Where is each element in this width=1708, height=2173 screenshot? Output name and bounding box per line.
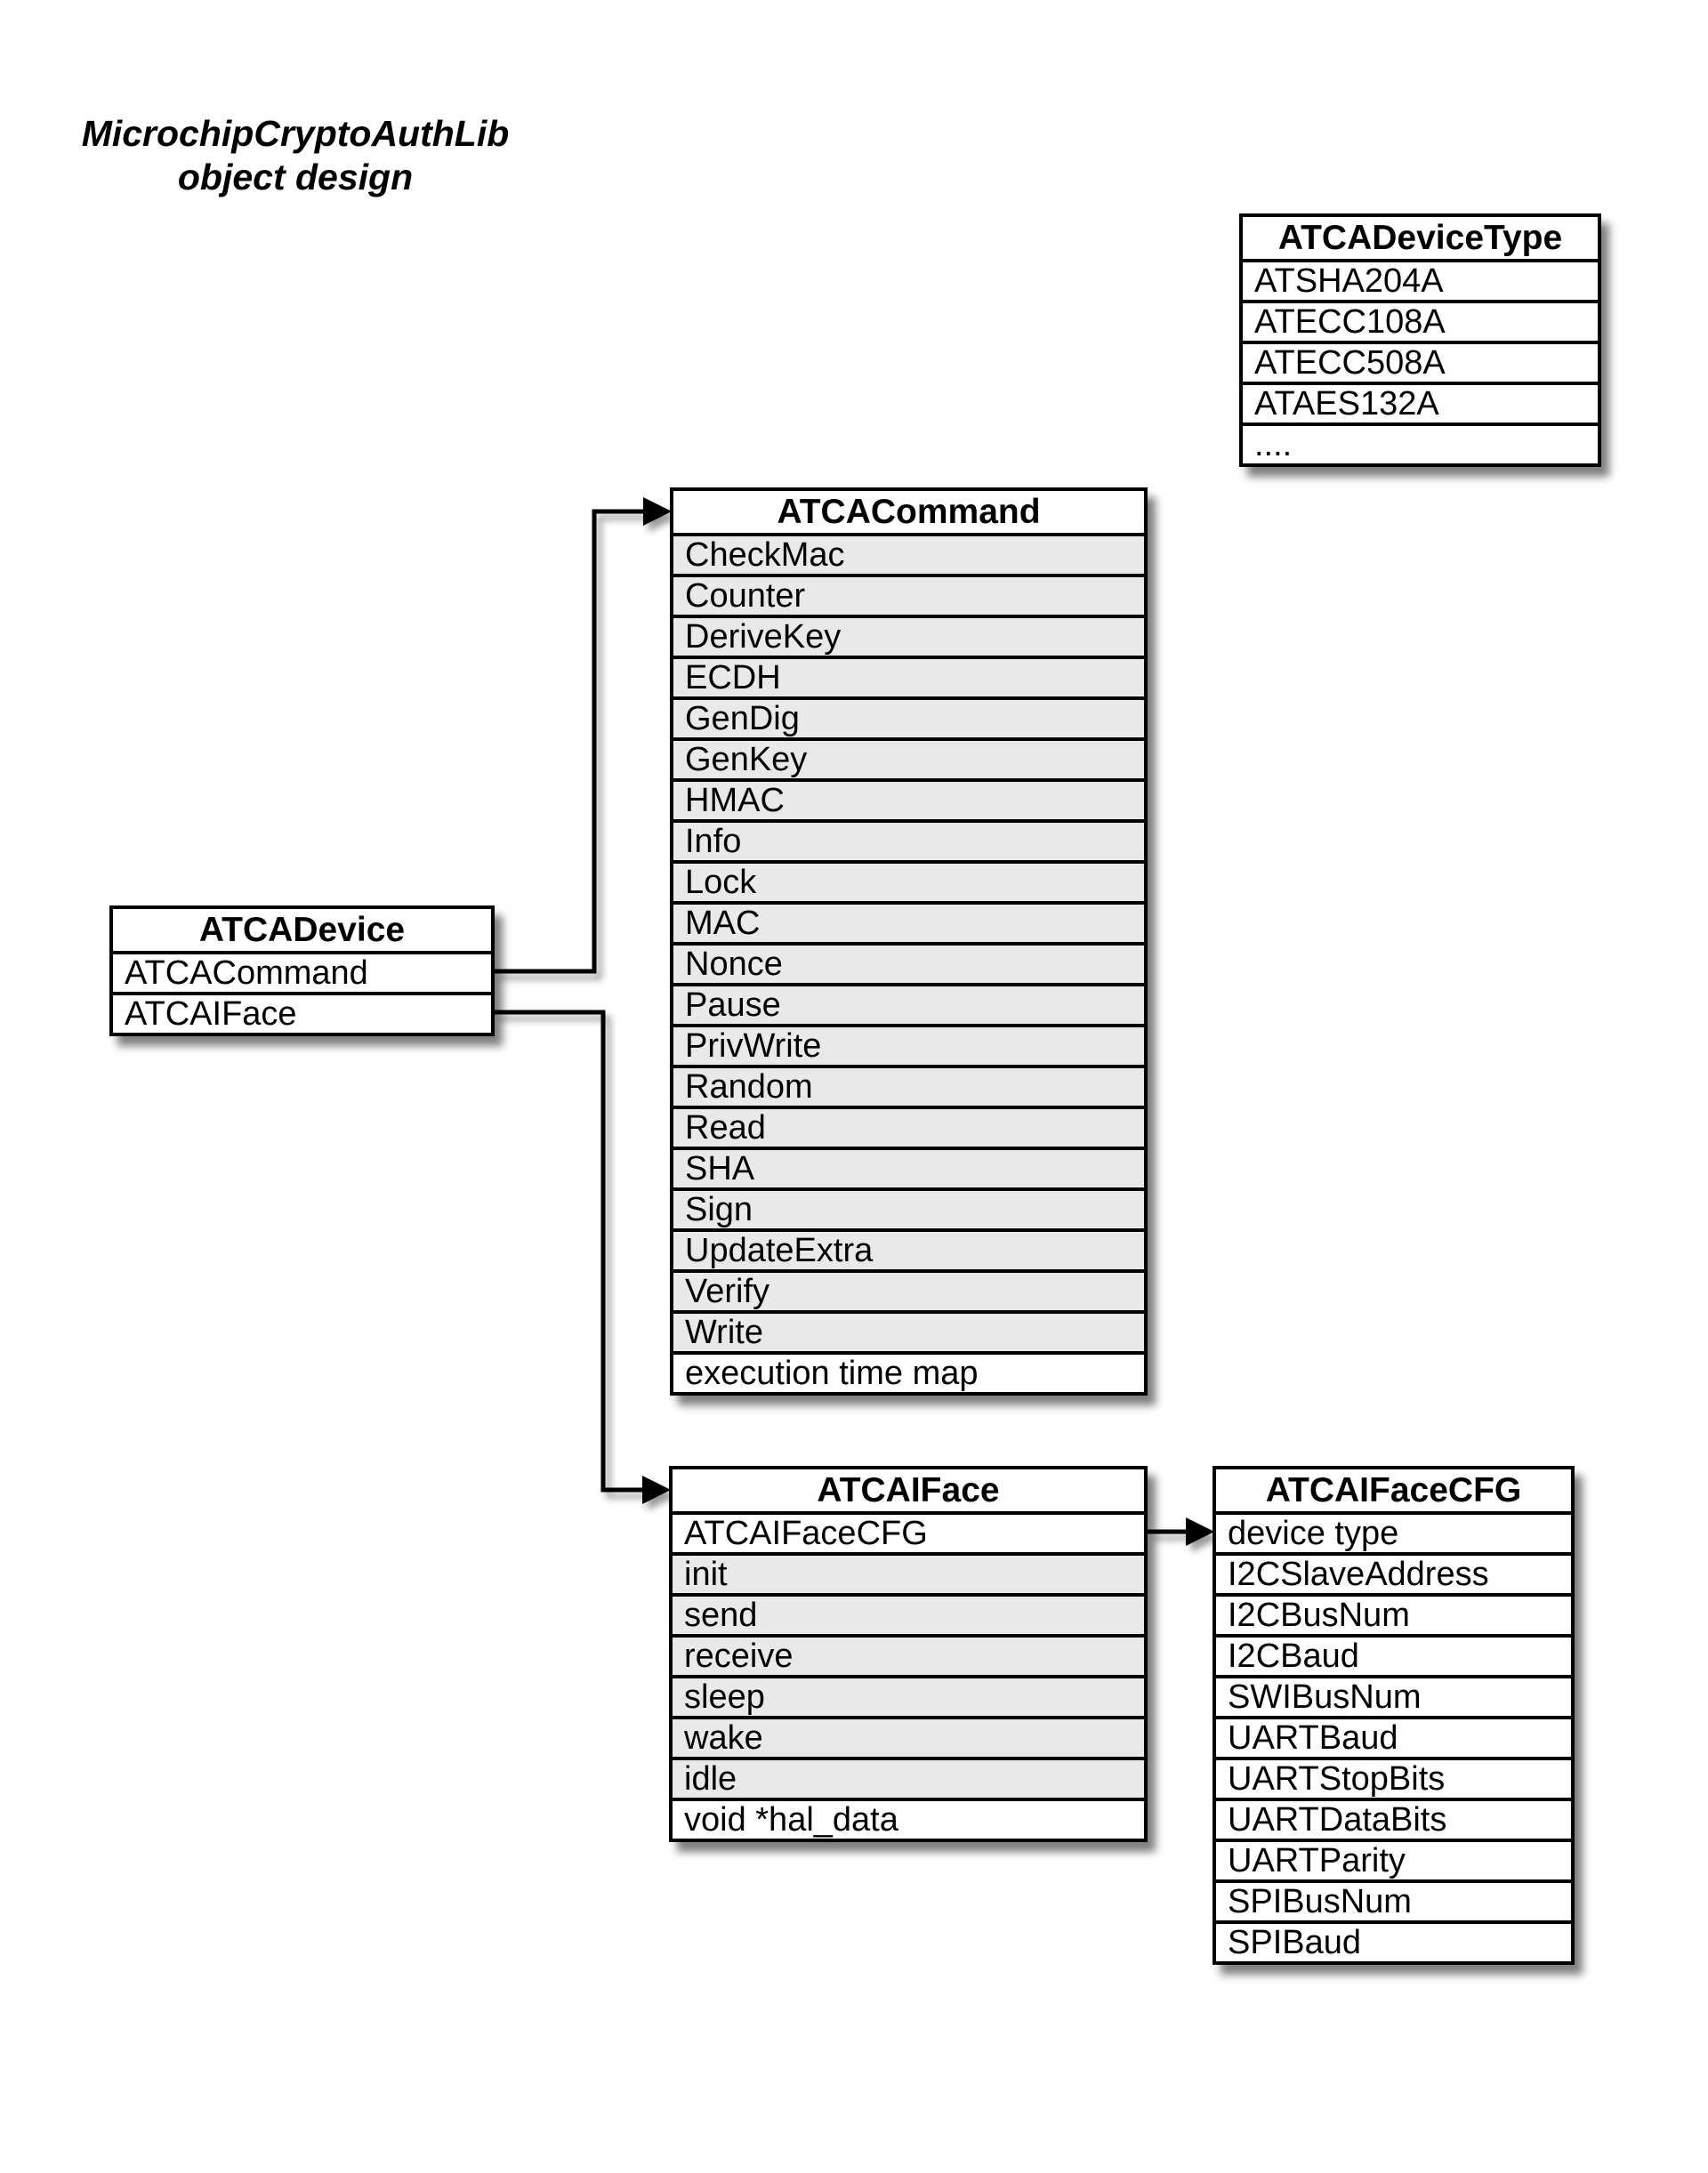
class-row: ATAES132A — [1243, 382, 1598, 423]
class-row: I2CSlaveAddress — [1216, 1552, 1571, 1593]
class-row: UpdateExtra — [673, 1228, 1144, 1269]
class-row: ATSHA204A — [1243, 259, 1598, 300]
class-row: ATCAIFaceCFG — [673, 1511, 1144, 1552]
class-row: SPIBusNum — [1216, 1879, 1571, 1920]
diagram-title-line1: MicrochipCryptoAuthLib — [81, 113, 510, 154]
class-row: PrivWrite — [673, 1024, 1144, 1065]
class-row: I2CBusNum — [1216, 1593, 1571, 1634]
class-row: HMAC — [673, 778, 1144, 819]
class-row: ATECC508A — [1243, 341, 1598, 382]
class-row: MAC — [673, 901, 1144, 942]
class-row: Verify — [673, 1269, 1144, 1310]
class-title-atcadevicetype: ATCADeviceType — [1243, 217, 1598, 259]
class-row: Lock — [673, 860, 1144, 901]
arrowhead-device-to-command — [643, 497, 672, 526]
class-row: UARTBaud — [1216, 1716, 1571, 1757]
class-row: .... — [1243, 423, 1598, 463]
class-row: wake — [673, 1716, 1144, 1757]
class-row: Write — [673, 1310, 1144, 1351]
class-title-atcacommand: ATCACommand — [673, 491, 1144, 533]
class-row: receive — [673, 1634, 1144, 1675]
class-row: GenDig — [673, 696, 1144, 737]
arrowhead-device-to-iface — [642, 1476, 671, 1504]
diagram-title-line2: object design — [177, 157, 414, 197]
arrowhead-iface-to-cfg — [1186, 1517, 1214, 1546]
class-row: DeriveKey — [673, 615, 1144, 656]
class-row: Read — [673, 1106, 1144, 1147]
connector-device-to-command — [495, 509, 643, 974]
class-row: ATCACommand — [113, 951, 491, 992]
class-row: UARTDataBits — [1216, 1798, 1571, 1839]
class-row: SPIBaud — [1216, 1920, 1571, 1961]
class-row: sleep — [673, 1675, 1144, 1716]
class-row: SWIBusNum — [1216, 1675, 1571, 1716]
class-row: UARTParity — [1216, 1839, 1571, 1879]
class-title-atcaiface: ATCAIFace — [673, 1469, 1144, 1511]
class-row: Nonce — [673, 942, 1144, 983]
class-row: void *hal_data — [673, 1798, 1144, 1839]
connector-device-to-iface — [495, 1010, 642, 1493]
class-row: UARTStopBits — [1216, 1757, 1571, 1798]
class-row: I2CBaud — [1216, 1634, 1571, 1675]
class-row: CheckMac — [673, 533, 1144, 574]
class-row: execution time map — [673, 1351, 1144, 1392]
class-row: SHA — [673, 1147, 1144, 1187]
class-row: Info — [673, 819, 1144, 860]
class-title-atcaifacecfg: ATCAIFaceCFG — [1216, 1469, 1571, 1511]
class-row: Sign — [673, 1187, 1144, 1228]
class-row: ECDH — [673, 656, 1144, 696]
class-row: GenKey — [673, 737, 1144, 778]
class-row: ATECC108A — [1243, 300, 1598, 341]
class-row: idle — [673, 1757, 1144, 1798]
class-title-atcadevice: ATCADevice — [113, 909, 491, 951]
class-row: device type — [1216, 1511, 1571, 1552]
class-row: Pause — [673, 983, 1144, 1024]
class-row: init — [673, 1552, 1144, 1593]
class-row: Random — [673, 1065, 1144, 1106]
diagram-title: MicrochipCryptoAuthLib object design — [55, 112, 536, 199]
class-row: Counter — [673, 574, 1144, 615]
class-row: send — [673, 1593, 1144, 1634]
class-row: ATCAIFace — [113, 992, 491, 1033]
